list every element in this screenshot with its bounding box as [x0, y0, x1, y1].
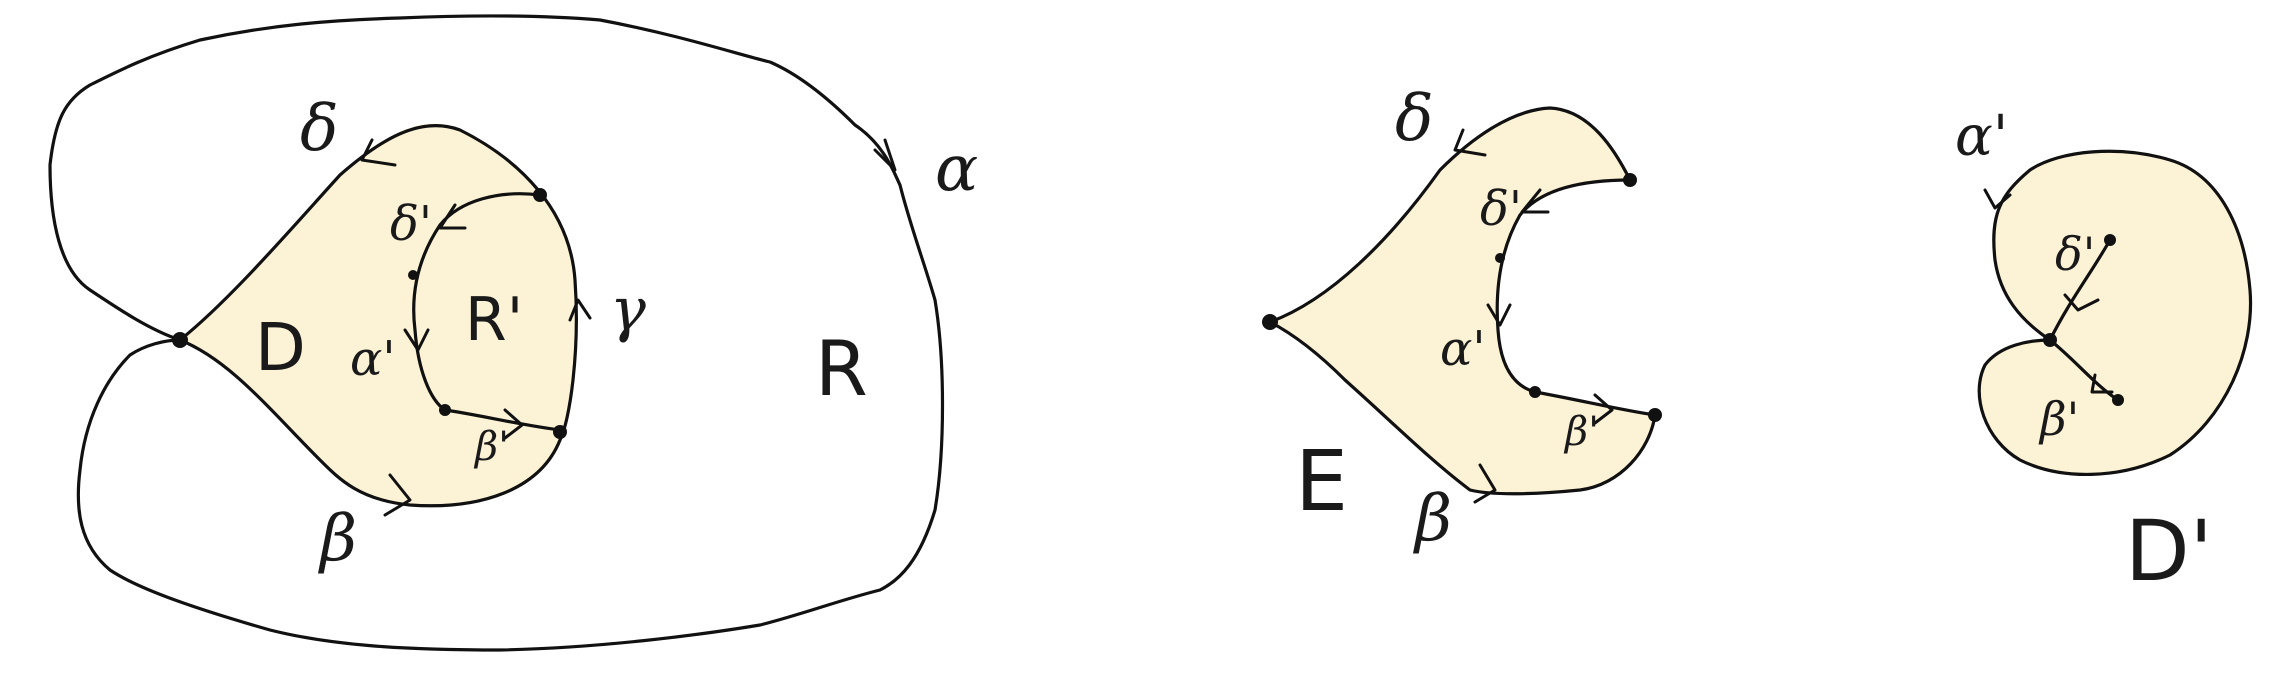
outer-boundary-curve	[48, 14, 945, 652]
right-vertex-delta-prime-end	[2104, 234, 2116, 246]
right-label-delta-prime: δ'	[2055, 227, 2095, 281]
right-label-alpha-prime: α'	[1955, 104, 2008, 169]
region-e-boundary	[1268, 106, 1632, 324]
region-d-boundary	[178, 124, 578, 508]
label-delta: δ	[300, 92, 339, 166]
region-r-prime-fill	[413, 193, 567, 430]
region-d-prime-fill	[1979, 151, 2251, 475]
label-beta-prime: β'	[473, 424, 509, 470]
vertex-bottom-inner	[439, 404, 451, 416]
middle-vertex-top	[1623, 173, 1637, 187]
right-spoke-beta-prime	[2048, 338, 2120, 402]
middle-label-beta-prime: β'	[1563, 409, 1599, 455]
vertex-right	[553, 425, 567, 439]
label-d: D	[255, 309, 306, 386]
right-spoke-delta-prime	[2048, 238, 2112, 342]
vertex-top	[533, 188, 547, 202]
left-figure: δ α γ β δ' α' β' D R' R	[48, 14, 978, 652]
middle-label-alpha-prime: α'	[1440, 321, 1486, 377]
middle-beta-prime-arrow	[1593, 393, 1614, 425]
middle-vertex-inner-mid	[1495, 253, 1505, 263]
middle-label-delta: δ	[1395, 82, 1434, 156]
right-vertex-center	[2043, 333, 2057, 347]
right-vertex-beta-prime-end	[2112, 394, 2124, 406]
region-e-bottom-boundary	[1268, 320, 1657, 496]
right-label-beta-prime: β'	[2038, 392, 2079, 446]
middle-inner-beta-arc	[1533, 390, 1657, 417]
vertex-left	[172, 332, 188, 348]
label-r: R	[815, 324, 868, 413]
delta-arrow	[360, 138, 397, 167]
delta-prime-arrow	[438, 203, 467, 230]
alpha-arrow	[873, 138, 897, 172]
middle-alpha-prime-arrow	[1486, 303, 1512, 327]
right-beta-prime-arrow	[2090, 373, 2114, 394]
label-alpha: α	[935, 132, 978, 206]
label-alpha-prime: α'	[350, 331, 396, 387]
middle-vertex-left	[1262, 314, 1278, 330]
beta-arrow	[383, 473, 412, 517]
middle-vertex-bottom-inner	[1529, 386, 1541, 398]
middle-label-beta: β	[1413, 482, 1452, 556]
right-alpha-prime-arrow	[1983, 188, 2012, 210]
inner-arc-beta-prime	[443, 408, 562, 432]
middle-beta-arrow	[1473, 463, 1497, 504]
label-r-prime: R'	[465, 285, 523, 355]
label-beta: β	[318, 502, 357, 576]
middle-vertex-right	[1648, 408, 1662, 422]
gamma-arrow	[568, 298, 592, 322]
middle-delta-prime-arrow	[1520, 188, 1550, 214]
label-d-prime: D'	[2125, 502, 2213, 600]
middle-delta-arrow	[1453, 128, 1487, 157]
label-e: E	[1295, 432, 1348, 530]
middle-label-delta-prime: δ'	[1480, 181, 1522, 237]
label-delta-prime: δ'	[390, 196, 432, 252]
region-d-prime-boundary	[1977, 149, 2253, 477]
right-delta-prime-arrow	[2063, 293, 2100, 312]
alpha-prime-arrow	[403, 328, 430, 352]
right-figure: α' δ' β' D'	[1955, 104, 2253, 600]
label-gamma: γ	[610, 275, 646, 345]
middle-figure: δ δ' α' β' β E	[1262, 82, 1662, 556]
beta-prime-arrow	[503, 408, 524, 440]
vertex-inner-mid	[408, 270, 418, 280]
inner-arc-alpha-prime	[412, 192, 542, 412]
